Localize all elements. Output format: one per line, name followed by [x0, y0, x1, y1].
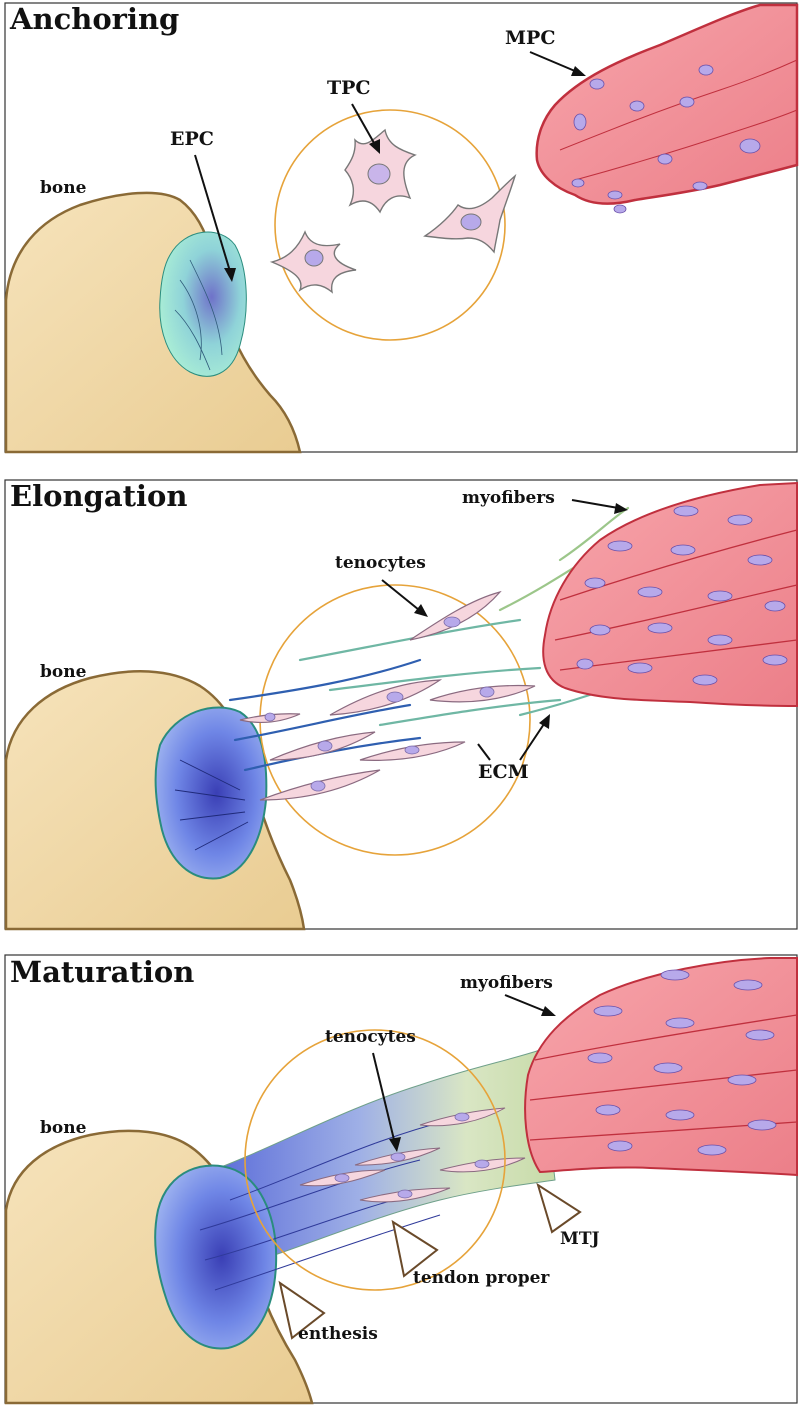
nucleus: [304, 249, 324, 267]
tpc-arrowhead: [369, 139, 380, 154]
panel-elongation: Elongation bone: [4, 479, 798, 931]
epc-arrow: [194, 154, 233, 279]
tpc-cell-3: [423, 173, 517, 254]
ecm-strands: [228, 506, 630, 772]
tpc-cell-2: [269, 230, 357, 294]
panel-anchoring-title: Anchoring: [9, 2, 179, 36]
myofiber-nuclei: [576, 505, 788, 686]
tenocyte-nuclei: [264, 616, 495, 792]
nucleus: [367, 163, 391, 185]
mpc-nuclei: [571, 64, 761, 214]
mpc-label: MPC: [505, 27, 555, 49]
tpc-label: TPC: [327, 77, 371, 99]
ring-maturation: [244, 1029, 506, 1291]
ring-anchoring: [274, 109, 506, 341]
panel-anchoring: Anchoring bone EPC TPC: [4, 2, 799, 454]
ecm-arrowhead-1: [539, 714, 550, 729]
tendon-proper-marker: [391, 1219, 439, 1278]
enthesis-rays: [174, 759, 249, 851]
panel-anchoring-frame: [4, 2, 798, 453]
myofibers-arrowhead: [614, 503, 628, 514]
tenocytes-arrowhead: [389, 1137, 401, 1152]
tenocytes-arrowhead: [414, 604, 428, 617]
tendon-proper-label: tendon proper: [413, 1268, 550, 1288]
mtj-label: MTJ: [560, 1229, 600, 1249]
epc-texture: [174, 259, 223, 371]
enthesis-marker: [278, 1280, 326, 1340]
mpc-folds: [559, 59, 798, 181]
enthesis-anlage: [154, 706, 268, 880]
epc-label: EPC: [170, 128, 214, 150]
myofibers-arrowhead: [541, 1006, 556, 1016]
tendon-tenocyte-nuclei: [334, 1112, 490, 1199]
enthesis-label: enthesis: [298, 1324, 378, 1344]
bone-shape: [4, 191, 302, 454]
tendon-fibers: [199, 1119, 451, 1291]
bone-label: bone: [40, 178, 87, 198]
myofibers-bundle: [542, 481, 798, 708]
mtj-marker: [536, 1182, 582, 1234]
panel-maturation-frame: [4, 954, 798, 1404]
bone-label: bone: [40, 1118, 87, 1138]
ecm-arrow-2: [477, 743, 491, 761]
mpc-arrowhead: [571, 66, 586, 76]
myofibers-label: myofibers: [462, 488, 555, 508]
tenocytes-label: tenocytes: [325, 1027, 416, 1047]
panel-elongation-title: Elongation: [10, 479, 187, 513]
panel-maturation-title: Maturation: [10, 955, 194, 989]
ecm-label: ECM: [478, 761, 529, 783]
tenocytes-label: tenocytes: [335, 553, 426, 573]
epc-arrowhead: [224, 268, 236, 282]
bone-label: bone: [40, 662, 87, 682]
mpc-muscle: [535, 3, 799, 205]
myofiber-nuclei: [587, 969, 777, 1156]
tenocytes-arrow: [372, 1052, 397, 1149]
nucleus: [460, 213, 482, 231]
myofibers-label: myofibers: [460, 973, 553, 993]
panel-maturation: Maturation: [4, 954, 798, 1405]
tpc-cell-1: [344, 128, 417, 214]
tenocytes-arrow: [381, 579, 425, 615]
